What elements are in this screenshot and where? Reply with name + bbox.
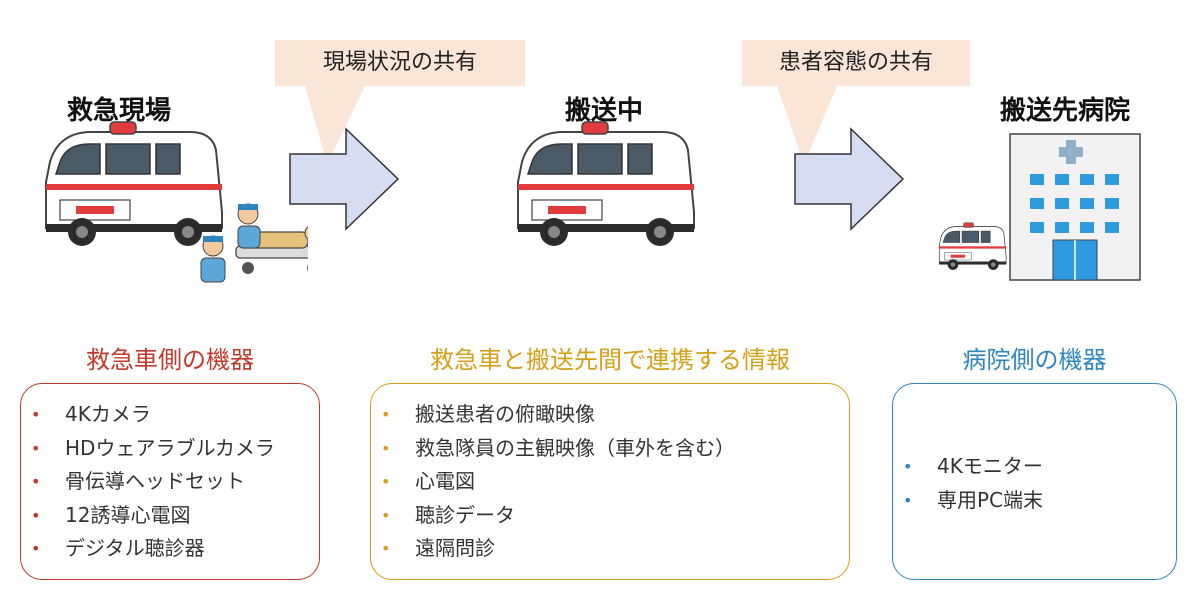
list-item: • 聴診データ [371, 499, 849, 533]
list-item-label: 搬送患者の俯瞰映像 [415, 402, 595, 426]
bullet-icon: • [31, 438, 41, 458]
bullet-icon: • [903, 490, 913, 510]
list-item: • 搬送患者の俯瞰映像 [371, 398, 849, 432]
list-shared: • 搬送患者の俯瞰映像 • 救急隊員の主観映像（車外を含む） • 心電図 • 聴診データ… [371, 384, 849, 566]
ambulance-illustration [517, 121, 695, 247]
list-item-label: 遠隔問診 [415, 536, 495, 560]
callout-label: 患者容態の共有 [742, 40, 970, 86]
section-title-hospital: 病院側の機器 [962, 346, 1107, 374]
bullet-icon: • [31, 405, 41, 424]
callout-scene-sharing: 現場状況の共有 [275, 40, 525, 164]
bullet-icon: • [381, 472, 391, 491]
callout-pointer [777, 86, 837, 164]
bullet-icon: • [381, 438, 391, 458]
bullet-icon: • [381, 405, 391, 424]
list-item: • 12誘導心電図 [21, 499, 319, 533]
stage-title-scene: 救急現場 [67, 96, 172, 126]
stage-title-hospital: 搬送先病院 [1000, 96, 1131, 126]
callout-label: 現場状況の共有 [275, 40, 525, 86]
section-title-ambulance: 救急車側の機器 [86, 346, 254, 374]
bullet-icon: • [903, 457, 913, 476]
list-item: • 骨伝導ヘッドセット [21, 465, 319, 499]
right-arrow-icon [794, 127, 905, 231]
list-item-label: 4Kカメラ [65, 402, 151, 426]
list-item: • 4Kモニター [893, 450, 1176, 484]
list-item-label: 4Kモニター [937, 454, 1043, 478]
bullet-icon: • [31, 472, 41, 491]
list-item-label: デジタル聴診器 [65, 536, 205, 560]
hospital-illustration [938, 133, 1141, 281]
right-arrow-icon [289, 127, 400, 231]
panel-hospital: • 4Kモニター • 専用PC端末 [892, 383, 1177, 580]
list-item: • 救急隊員の主観映像（車外を含む） [371, 432, 849, 466]
list-hospital: • 4Kモニター • 専用PC端末 [893, 384, 1176, 517]
bullet-icon: • [31, 539, 41, 558]
list-item: • 4Kカメラ [21, 398, 319, 432]
panel-shared: • 搬送患者の俯瞰映像 • 救急隊員の主観映像（車外を含む） • 心電図 • 聴診データ… [370, 383, 850, 580]
list-item: • HDウェアラブルカメラ [21, 432, 319, 466]
list-item-label: 心電図 [415, 469, 475, 493]
panel-ambulance: •4Kカメラ •HDウェアラブルカメラ •骨伝導ヘッドセット •12誘導心電図 … [20, 383, 320, 580]
bullet-icon: • [381, 539, 391, 558]
list-item-label: 聴診データ [415, 502, 515, 527]
list-item: • 専用PC端末 [893, 484, 1176, 518]
list-item: • 心電図 [371, 465, 849, 499]
stage-title-transport: 搬送中 [565, 96, 644, 126]
list-item-label: 専用PC端末 [937, 487, 1044, 512]
bullet-icon: • [31, 505, 41, 525]
callout-patient-sharing: 患者容態の共有 [742, 40, 970, 164]
list-item: • 遠隔問診 [371, 532, 849, 566]
callout-pointer [305, 86, 365, 164]
section-title-shared: 救急車と搬送先間で連携する情報 [430, 346, 790, 374]
list-item: • デジタル聴診器 [21, 532, 319, 566]
list-ambulance: •4Kカメラ •HDウェアラブルカメラ •骨伝導ヘッドセット •12誘導心電図 … [21, 384, 319, 566]
bullet-icon: • [381, 505, 391, 525]
list-item-label: 12誘導心電図 [65, 502, 191, 527]
list-item-label: 骨伝導ヘッドセット [65, 469, 245, 493]
ambulance-with-stretcher-illustration [45, 121, 308, 283]
list-item-label: 救急隊員の主観映像（車外を含む） [415, 435, 735, 460]
list-item-label: HDウェアラブルカメラ [65, 435, 275, 460]
